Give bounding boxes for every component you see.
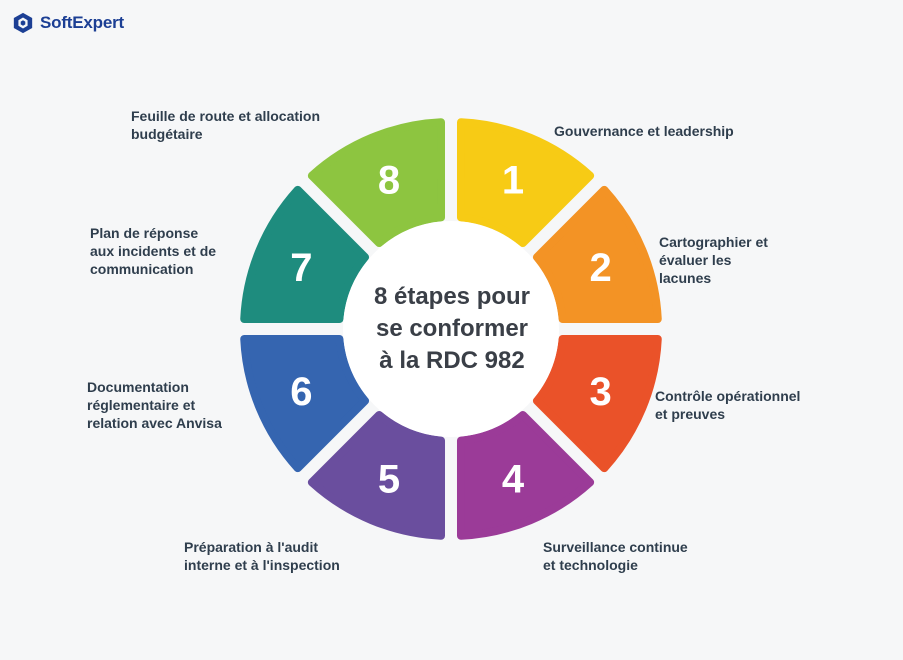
step-8-segment xyxy=(307,118,446,248)
brand-name: SoftExpert xyxy=(40,13,124,32)
center-circle xyxy=(343,221,559,437)
step-2-label: Cartographier et évaluer les lacunes xyxy=(659,234,768,286)
step-3-number: 3 xyxy=(590,370,612,414)
step-4-number: 4 xyxy=(502,458,525,502)
softexpert-hexagon-icon xyxy=(13,12,33,34)
step-1-number: 1 xyxy=(502,158,524,202)
step-5-number: 5 xyxy=(378,458,400,502)
step-6-number: 6 xyxy=(290,370,312,414)
step-3-segment xyxy=(532,334,662,473)
step-7-label: Plan de réponse aux incidents et de comm… xyxy=(90,225,217,277)
step-8-number: 8 xyxy=(378,158,400,202)
softexpert-logo: SoftExpert xyxy=(12,12,124,34)
step-2-segment xyxy=(532,185,662,324)
step-1-segment xyxy=(456,118,595,248)
step-4-segment xyxy=(456,410,595,540)
step-1-label: Gouvernance et leadership xyxy=(554,123,734,139)
center-title: 8 étapes pour se conformer à la RDC 982 xyxy=(373,283,531,374)
step-3-label: Contrôle opérationnel et preuves xyxy=(655,388,801,422)
step-6-label: Documentation réglementaire et relation … xyxy=(87,379,222,431)
step-6-segment xyxy=(240,334,370,473)
step-8-label: Feuille de route et allocation budgétair… xyxy=(131,108,321,142)
step-4-label: Surveillance continue et technologie xyxy=(543,539,688,573)
step-5-label: Préparation à l'audit interne et à l'ins… xyxy=(184,539,340,573)
step-5-segment xyxy=(307,410,446,540)
step-2-number: 2 xyxy=(590,246,612,290)
step-7-segment xyxy=(240,185,370,324)
step-7-number: 7 xyxy=(290,246,312,290)
